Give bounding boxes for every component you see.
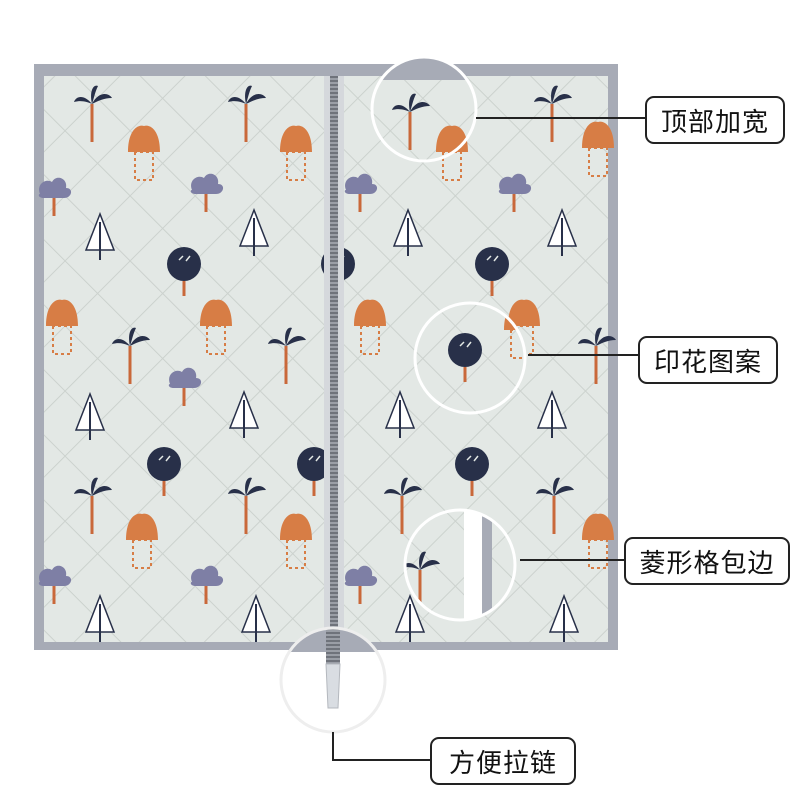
magnifier-top [370,55,478,163]
callout-top-widening: 顶部加宽 [645,96,785,144]
magnifier-zipper [279,626,387,734]
callout-zipper-label: 方便拉链 [448,748,557,779]
callout-zipper: 方便拉链 [430,737,576,785]
magnifier-print [413,301,527,415]
leader-lines [332,117,645,761]
magnifier-edge [403,508,517,622]
callout-print-pattern: 印花图案 [638,336,778,384]
callout-top-label: 顶部加宽 [660,107,769,138]
callout-print-label: 印花图案 [653,347,762,378]
callout-diamond-edge: 菱形格包边 [624,537,790,585]
zipper-strip [324,76,344,642]
callout-edge-label: 菱形格包边 [639,548,775,579]
